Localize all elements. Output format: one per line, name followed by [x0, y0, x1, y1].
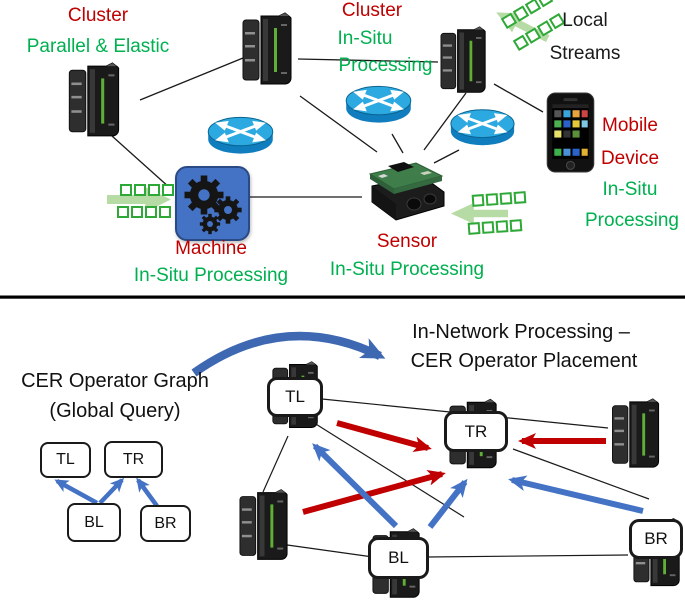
smartphone-icon — [546, 92, 595, 173]
local-streams-line1: Local — [562, 10, 608, 31]
placement-node-tl: TL — [267, 377, 323, 417]
mobile-device-line1: Mobile — [602, 115, 658, 136]
graph-arrow-bl-tl — [54, 479, 99, 505]
stream-tokens-icon — [471, 191, 527, 207]
mobile-device-line2: Device — [600, 148, 660, 169]
placement-node-tr: TR — [444, 411, 508, 452]
panel-divider — [0, 295, 685, 299]
stream-tokens-icon — [120, 184, 174, 196]
graph-node-br: BR — [140, 505, 191, 542]
router-icon — [344, 84, 413, 125]
operator-graph-title-line1: CER Operator Graph — [21, 370, 209, 392]
graph-arrow-br-tr — [136, 477, 159, 508]
blue-arrow-bl-tr — [427, 478, 468, 529]
placement-node-br: BR — [629, 519, 683, 559]
stream-tokens-icon — [467, 219, 523, 235]
local-streams-line2: Streams — [549, 43, 621, 64]
mobile-device-line3: In-Situ — [602, 179, 658, 200]
placement-title-line2: CER Operator Placement — [410, 350, 638, 372]
server-icon — [612, 398, 660, 468]
graph-node-tl: TL — [40, 442, 91, 478]
graph-arrow-bl-tr — [98, 477, 125, 505]
operator-graph-title-line2: (Global Query) — [49, 400, 181, 422]
server-icon — [242, 12, 292, 85]
router-icon — [206, 115, 275, 156]
placement-title-line1: In-Network Processing – — [412, 321, 630, 343]
cluster-parallel-title: Cluster — [67, 5, 129, 26]
stream-tokens-icon — [117, 206, 171, 218]
machine-subtitle: In-Situ Processing — [133, 265, 289, 286]
graph-node-bl: BL — [67, 503, 121, 542]
server-icon — [68, 62, 120, 137]
machine-title: Machine — [175, 238, 247, 259]
sensor-board-icon — [368, 162, 445, 221]
machine-gears-icon — [175, 166, 250, 241]
blue-arrow-br-tr — [508, 475, 644, 514]
graph-node-tr: TR — [104, 441, 163, 478]
placement-node-bl: BL — [368, 537, 429, 579]
cluster-parallel-subtitle: Parallel & Elastic — [26, 36, 170, 57]
router-icon — [449, 108, 516, 147]
sensor-subtitle: In-Situ Processing — [329, 259, 485, 280]
red-arrow-leftserver-tr — [302, 469, 446, 515]
blue-arrow-bl-tl — [312, 443, 399, 529]
cluster-insitu-line2: Processing — [338, 55, 433, 76]
sensor-title: Sensor — [376, 231, 438, 252]
cluster-insitu-line1: In-Situ — [337, 28, 393, 49]
mobile-device-line4: Processing — [585, 210, 679, 231]
server-icon — [440, 26, 486, 93]
server-icon — [239, 489, 288, 560]
red-arrow-tl-tr — [336, 420, 432, 453]
cluster-insitu-title: Cluster — [341, 0, 403, 21]
